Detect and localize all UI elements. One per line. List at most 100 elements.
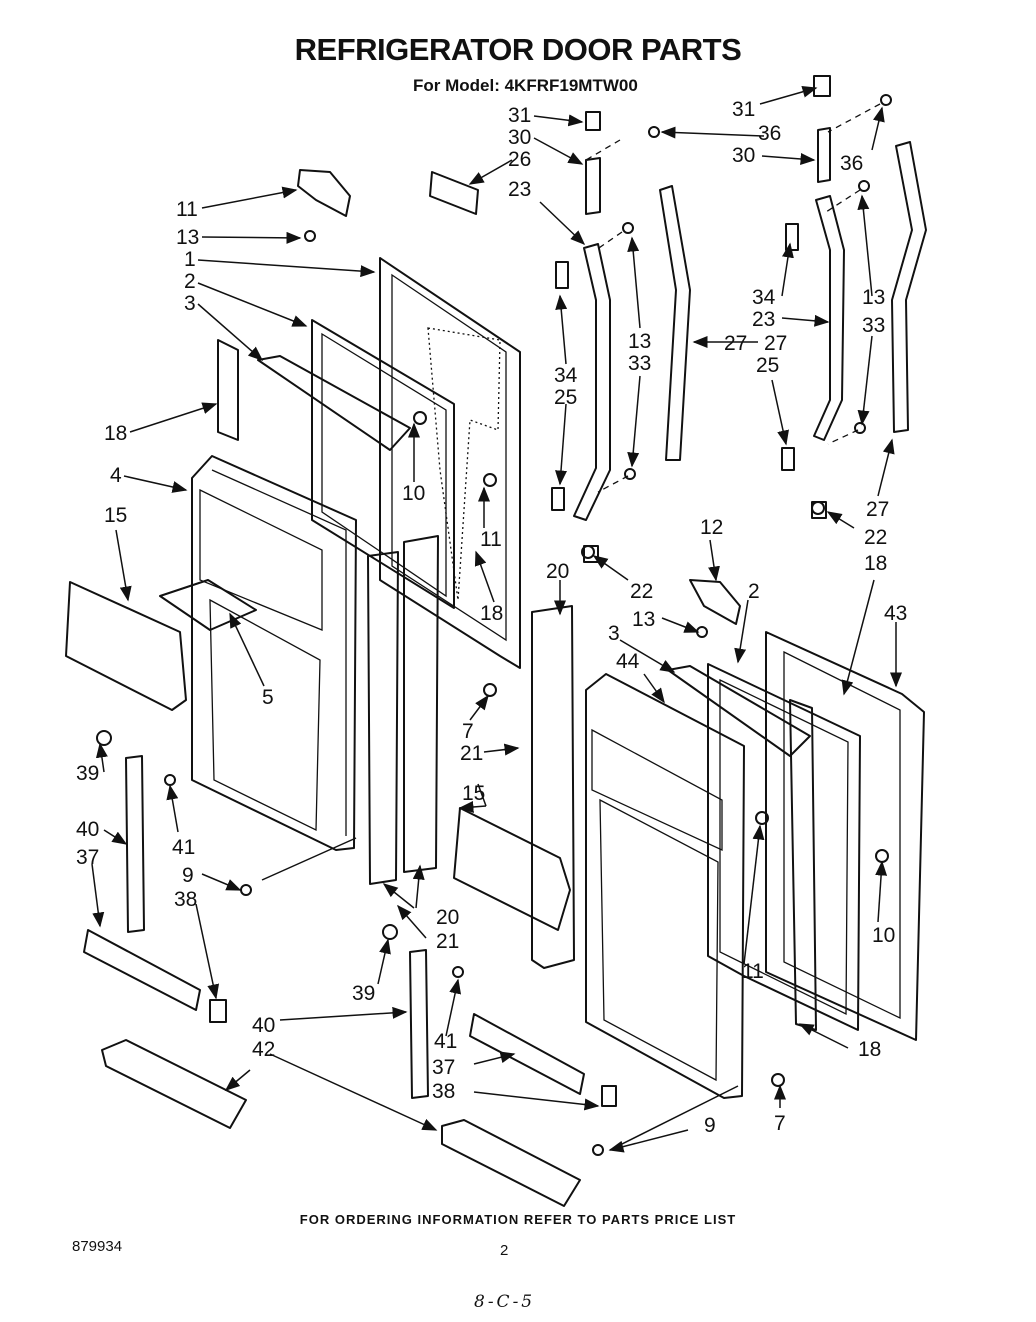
callout-7: 7: [462, 720, 474, 743]
callout-15: 18: [864, 552, 887, 575]
callout-25: 25: [554, 386, 577, 409]
callout-11: 11: [480, 528, 502, 551]
freezer-breaker-strips: [367, 535, 439, 885]
callout-41: 41: [434, 1030, 457, 1053]
callout-37: 37: [432, 1056, 455, 1079]
callout-1: 1: [184, 248, 196, 271]
callout-21: 21: [436, 930, 459, 953]
callout-40: 40: [252, 1014, 275, 1037]
fresh-food-hinge-bracket: [789, 699, 817, 1031]
callout-33: 33: [628, 352, 651, 375]
callout-12: 12: [700, 516, 723, 539]
handwritten-note: 8-C-5: [474, 1292, 536, 1312]
callout-22: 22: [864, 526, 887, 549]
fresh-food-door-bin: [441, 1119, 581, 1207]
callout-42: 42: [252, 1038, 275, 1061]
callout-30: 30: [508, 126, 531, 149]
callout-33: 33: [862, 314, 885, 337]
freezer-gasket-frame: [311, 319, 455, 609]
callout-3: 3: [184, 292, 196, 315]
hinge-cap-left: [585, 157, 601, 215]
callout-26: 26: [508, 148, 531, 171]
callout-13: 15: [104, 504, 127, 527]
callout-2: 2: [748, 580, 760, 603]
freezer-inner-liner: [191, 455, 357, 851]
fresh-food-breaker-strip: [531, 605, 575, 969]
callout-36: 36: [840, 152, 863, 175]
callout-11: 11: [742, 960, 764, 983]
callout-18: 18: [104, 422, 127, 445]
callout-14: 13: [862, 286, 885, 309]
ordering-note: FOR ORDERING INFORMATION REFER TO PARTS …: [299, 1212, 737, 1227]
callout-7: 7: [774, 1112, 786, 1135]
callout-31: 31: [732, 98, 755, 121]
freezer-shelf-front: [65, 581, 187, 711]
callout-36: 36: [758, 122, 781, 145]
freezer-door-bin: [101, 1039, 247, 1129]
hinge-cap-right: [817, 127, 831, 183]
left-hinge-strip: [573, 243, 611, 521]
right-hinge-strip: [813, 195, 845, 441]
callout-4: 4: [110, 464, 122, 487]
callout-40: 40: [76, 818, 99, 841]
callout-14: 13: [176, 226, 199, 249]
callout-37: 37: [76, 846, 99, 869]
callout-5: 5: [262, 686, 274, 709]
callout-39: 39: [352, 982, 375, 1005]
part-callouts: 11 13 1 2 3 18 4 15 5 10 11 18 7 21 15 2…: [76, 98, 907, 1137]
model-number: For Model: 4KFRF19MTW00: [413, 76, 638, 95]
callout-43: 43: [884, 602, 907, 625]
callout-22: 22: [630, 580, 653, 603]
callout-20: 20: [436, 906, 459, 929]
callout-12: 11: [176, 198, 198, 221]
callout-20: 20: [546, 560, 569, 583]
fresh-food-door-panel: [765, 631, 925, 1041]
callout-9: 9: [704, 1114, 716, 1137]
callout-44: 44: [616, 650, 640, 673]
callout-18: 18: [858, 1038, 881, 1061]
callout-34: 34: [554, 364, 578, 387]
left-door-trim-strip: [659, 185, 691, 461]
callout-27: 27: [764, 332, 787, 355]
fresh-food-door-shelf: [469, 1013, 585, 1095]
fresh-food-shelf-support: [409, 949, 429, 1099]
callout-15: 18: [480, 602, 503, 625]
page-number: 2: [500, 1242, 509, 1259]
freezer-top-trim: [257, 355, 411, 451]
fresh-food-shelf-front: [453, 807, 571, 931]
callout-10: 10: [872, 924, 895, 947]
callout-2: 2: [184, 270, 196, 293]
leader-lines: [91, 85, 902, 1153]
fresh-food-top-trim: [667, 665, 811, 757]
callout-34: 34: [752, 286, 776, 309]
callout-23: 23: [752, 308, 775, 331]
freezer-hinge-bracket: [217, 339, 239, 441]
callout-39: 39: [76, 762, 99, 785]
top-hinge-bracket: [297, 169, 351, 217]
right-door-trim-strip: [891, 141, 927, 433]
callout-31: 31: [508, 104, 531, 127]
callout-27: 27: [724, 332, 747, 355]
callout-38: 38: [174, 888, 197, 911]
callout-23: 23: [508, 178, 531, 201]
fresh-food-inner-liner: [585, 673, 745, 1099]
callout-38: 38: [432, 1080, 455, 1103]
freezer-door-shelf-upper: [83, 929, 201, 1011]
fresh-food-gasket-frame: [707, 663, 861, 1031]
callout-41: 41: [172, 836, 195, 859]
freezer-door-panel: [379, 257, 521, 669]
callout-14: 13: [628, 330, 651, 353]
callout-3: 3: [608, 622, 620, 645]
nameplate: [429, 171, 479, 215]
callout-14: 13: [632, 608, 655, 631]
callout-27: 27: [866, 498, 889, 521]
callout-25: 25: [756, 354, 779, 377]
document-number: 879934: [72, 1238, 123, 1255]
callout-21: 21: [460, 742, 483, 765]
page-title: REFRIGERATOR DOOR PARTS: [294, 32, 742, 67]
dispenser-housing: [159, 579, 257, 631]
callout-30: 30: [732, 144, 755, 167]
freezer-shelf-support: [125, 755, 145, 933]
callout-10: 10: [402, 482, 425, 505]
